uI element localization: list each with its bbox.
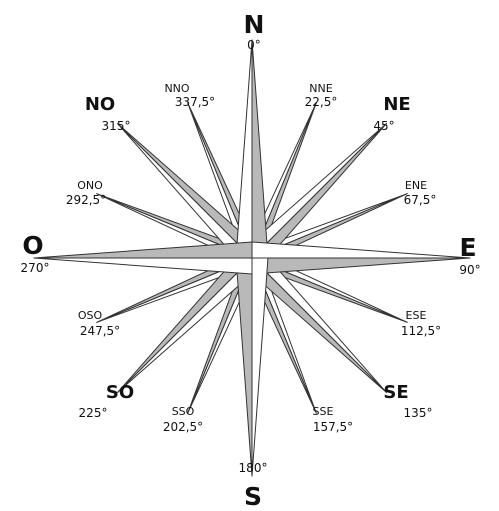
label-ono-name: ONO bbox=[77, 179, 103, 192]
label-ese-degrees: 112,5° bbox=[401, 324, 441, 338]
label-nne-degrees: 22,5° bbox=[305, 95, 338, 109]
label-sse-degrees: 157,5° bbox=[313, 420, 353, 434]
label-oso-name: OSO bbox=[78, 309, 103, 322]
label-e-degrees: 90° bbox=[459, 263, 480, 277]
label-ne-degrees: 45° bbox=[373, 119, 394, 133]
label-s-name: S bbox=[244, 482, 262, 511]
label-n-name: N bbox=[244, 10, 265, 39]
label-sso-name: SSO bbox=[172, 405, 195, 418]
label-ene-degrees: 67,5° bbox=[404, 193, 437, 207]
label-se-degrees: 135° bbox=[404, 406, 433, 420]
point-s-light-half bbox=[252, 258, 268, 476]
label-ne-name: NE bbox=[383, 94, 410, 115]
label-n-degrees: 0° bbox=[247, 38, 261, 52]
label-no-degrees: 315° bbox=[102, 119, 131, 133]
label-ono-degrees: 292,5° bbox=[66, 193, 106, 207]
point-s-shaded-half bbox=[236, 258, 252, 476]
label-nno-degrees: 337,5° bbox=[175, 95, 215, 109]
point-n-shaded-half bbox=[252, 40, 268, 258]
point-e-shaded-half bbox=[252, 258, 470, 274]
point-n-light-half bbox=[236, 40, 252, 258]
label-sso-degrees: 202,5° bbox=[163, 420, 203, 434]
label-oso-degrees: 247,5° bbox=[80, 324, 120, 338]
label-nno-name: NNO bbox=[164, 82, 189, 95]
label-so-degrees: 225° bbox=[79, 406, 108, 420]
label-o-degrees: 270° bbox=[21, 261, 50, 275]
label-o-name: O bbox=[22, 231, 43, 260]
label-ene-name: ENE bbox=[405, 179, 427, 192]
point-o-light-half bbox=[34, 258, 252, 274]
label-so-name: SO bbox=[106, 382, 134, 403]
label-ese-name: ESE bbox=[406, 309, 427, 322]
label-se-name: SE bbox=[383, 382, 408, 403]
label-s-degrees: 180° bbox=[239, 461, 268, 475]
label-no-name: NO bbox=[85, 94, 115, 115]
label-sse-name: SSE bbox=[313, 405, 334, 418]
point-o-shaded-half bbox=[34, 242, 252, 258]
label-e-name: E bbox=[459, 233, 476, 262]
point-e-light-half bbox=[252, 242, 470, 258]
label-nne-name: NNE bbox=[309, 82, 332, 95]
